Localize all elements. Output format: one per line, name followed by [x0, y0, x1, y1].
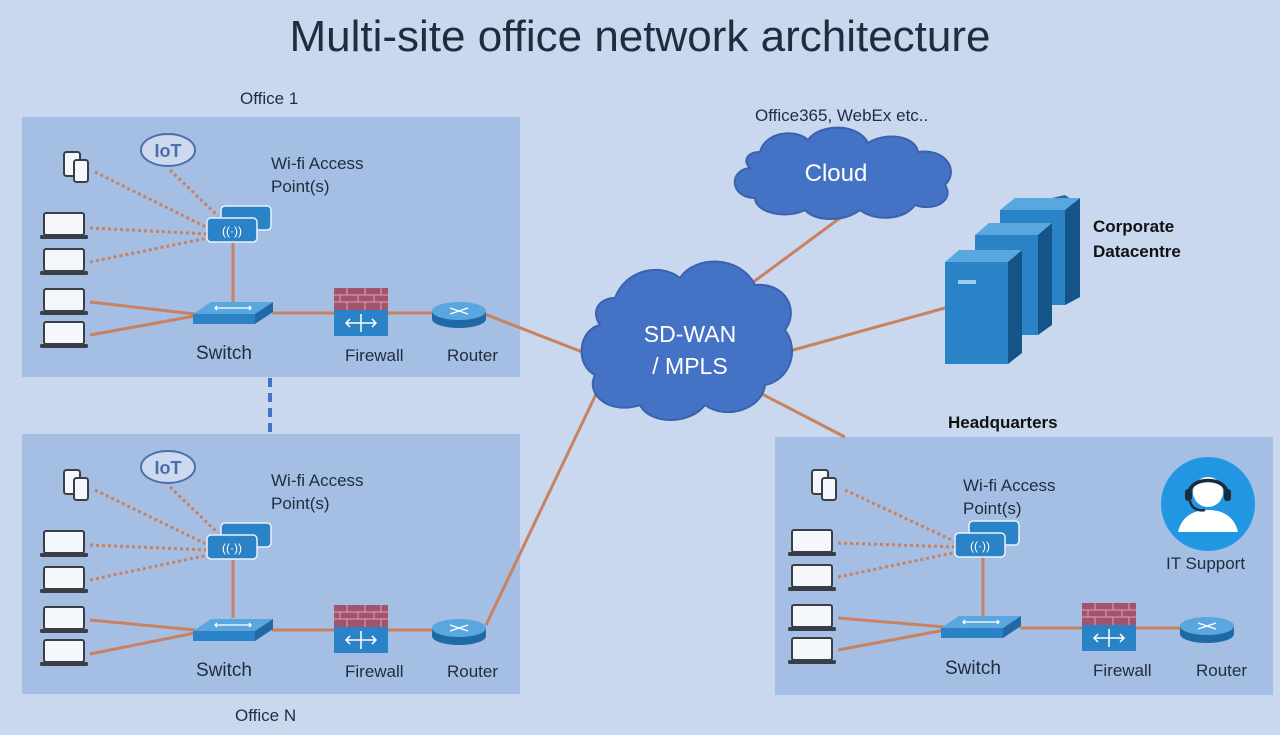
laptop-icon: [787, 529, 837, 557]
office-n-firewall-label: Firewall: [345, 662, 404, 681]
firewall-icon: [333, 287, 389, 337]
diagram-title: Multi-site office network architecture: [289, 12, 991, 61]
office-n-router-label: Router: [447, 662, 499, 681]
hq-switch-label: Switch: [945, 658, 1001, 679]
internet-cloud-icon: [733, 126, 952, 220]
switch-icon: [192, 618, 274, 642]
office-1-label: Office 1: [240, 89, 299, 108]
hq-links: [837, 488, 1182, 652]
router-icon: [1179, 616, 1235, 644]
laptop-icon: [39, 566, 89, 594]
sd-wan-cloud-icon: [580, 260, 794, 421]
mobile-device-icon: [63, 469, 89, 501]
wifi-access-point-icon: [206, 522, 272, 560]
laptop-icon: [39, 212, 89, 240]
it-support-headset-icon: [1161, 457, 1255, 551]
laptop-icon: [39, 288, 89, 316]
router-icon: [431, 618, 487, 646]
server-rack-icon: [945, 250, 1022, 364]
hq-firewall-label: Firewall: [1093, 661, 1152, 680]
wan-label: SD-WAN / MPLS: [643, 321, 737, 379]
wifi-access-point-icon: [954, 520, 1020, 558]
iot-icon: [140, 133, 196, 167]
laptop-icon: [787, 564, 837, 592]
laptop-icon: [39, 530, 89, 558]
hq-ap-label: Wi-fi Access Point(s): [963, 476, 1056, 518]
it-support-label: IT Support: [1166, 554, 1246, 573]
mobile-device-icon: [63, 151, 89, 183]
datacentre-label: Corporate Datacentre: [1093, 217, 1181, 261]
hq-router-label: Router: [1196, 661, 1248, 680]
firewall-icon: [333, 604, 389, 654]
switch-icon: [192, 301, 274, 325]
cloud-label: Cloud: [804, 160, 868, 187]
laptop-icon: [787, 604, 837, 632]
hq-label: Headquarters: [948, 413, 1058, 432]
laptop-icon: [787, 637, 837, 665]
laptop-icon: [39, 248, 89, 276]
wan-links: [481, 216, 946, 626]
office-n-ap-label: Wi-fi Access Point(s): [271, 471, 364, 513]
office-1-switch-label: Switch: [196, 343, 252, 364]
switch-icon: [940, 615, 1022, 639]
firewall-icon: [1081, 602, 1137, 652]
office-n-switch-label: Switch: [196, 660, 252, 681]
mobile-device-icon: [811, 469, 837, 501]
laptop-icon: [39, 606, 89, 634]
laptop-icon: [39, 639, 89, 667]
laptop-icon: [39, 321, 89, 349]
office-1-ap-label: Wi-fi Access Point(s): [271, 154, 364, 196]
office-1-links: [89, 168, 434, 337]
wifi-access-point-icon: [206, 205, 272, 243]
office-n-label: Office N: [235, 706, 297, 725]
office-1-router-label: Router: [447, 346, 499, 365]
office-n-links: [89, 485, 434, 656]
office-1-firewall-label: Firewall: [345, 346, 404, 365]
iot-icon: [140, 450, 196, 484]
cloud-caption: Office365, WebEx etc..: [755, 106, 929, 125]
router-icon: [431, 301, 487, 329]
